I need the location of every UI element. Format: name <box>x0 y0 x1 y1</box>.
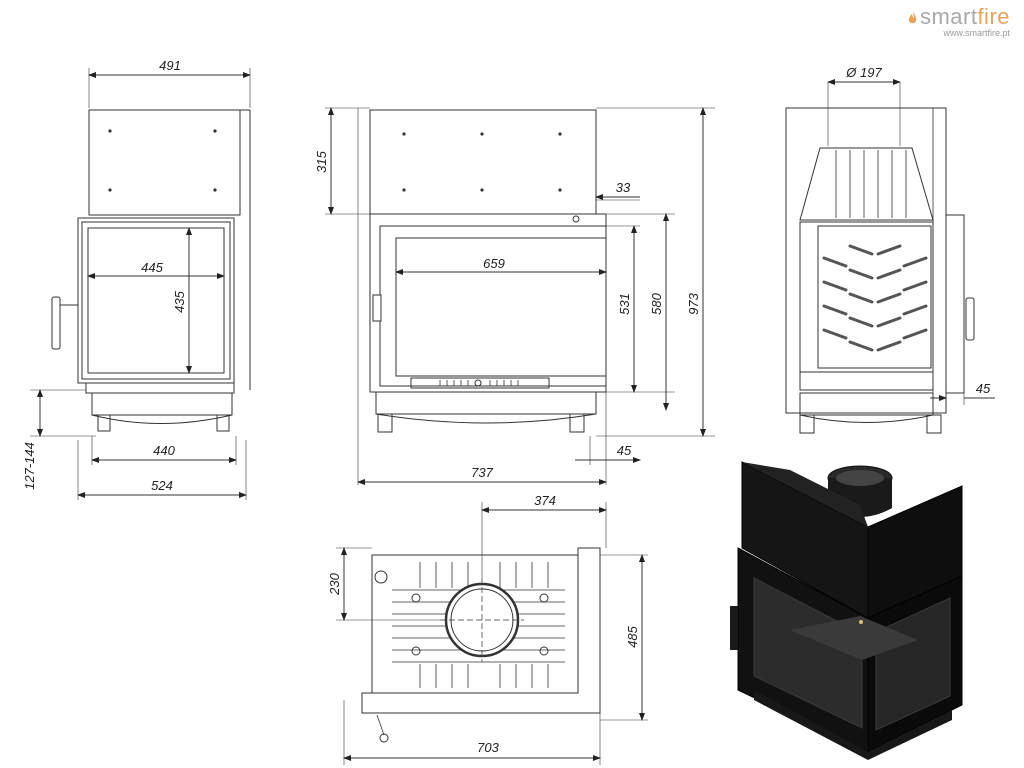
right-brick-pattern <box>822 244 928 352</box>
right-hood-ribs <box>835 150 907 218</box>
label-right-flue: Ø 197 <box>845 65 882 80</box>
side-handle <box>51 296 61 350</box>
front-air-slider <box>410 377 550 389</box>
brand-name-smart: smart <box>919 4 978 29</box>
label-top-flue-offset: 374 <box>534 493 556 508</box>
label-side-leg-height: 127-144 <box>22 442 37 490</box>
right-base-curve <box>799 414 934 423</box>
brand-name-fire: fire <box>977 4 1010 29</box>
label-right-side-offset: 45 <box>976 381 991 396</box>
render-handle <box>730 606 738 650</box>
front-door-frame <box>379 225 607 387</box>
side-foot-right <box>216 414 230 432</box>
front-air-vents <box>439 380 519 386</box>
front-flue-knob <box>572 215 580 223</box>
side-door-inner <box>81 221 231 380</box>
label-front-door-h1: 531 <box>617 293 632 315</box>
label-front-total-width: 737 <box>471 465 493 480</box>
label-top-flue-depth: 230 <box>327 572 342 595</box>
right-air-bar <box>799 371 934 391</box>
fireplace-3d-render <box>730 461 963 760</box>
side-glass <box>87 227 225 374</box>
label-front-top-height: 315 <box>314 150 329 172</box>
render-corner-screw <box>859 620 863 624</box>
right-brick-panel <box>817 225 932 369</box>
render-front-glass <box>753 577 863 729</box>
label-side-door-width: 445 <box>141 260 163 275</box>
front-top-casing <box>369 109 597 215</box>
label-front-total-height: 973 <box>686 292 701 314</box>
front-handle <box>372 294 382 322</box>
front-view <box>325 107 715 485</box>
right-view <box>785 79 995 434</box>
right-hood <box>799 147 934 221</box>
front-foot-right <box>569 413 585 433</box>
side-view <box>30 68 251 500</box>
label-side-leg-span: 440 <box>153 443 175 458</box>
front-foot-left <box>377 413 393 433</box>
label-side-total-width: 524 <box>151 478 173 493</box>
label-top-width: 703 <box>477 740 499 755</box>
top-handle-rod <box>379 733 389 743</box>
side-base-body <box>91 392 233 416</box>
side-top-casing <box>88 109 241 216</box>
label-front-offset: 33 <box>616 180 631 195</box>
label-side-top-width: 491 <box>159 58 181 73</box>
front-air-knob <box>474 379 482 387</box>
top-bolts <box>411 593 549 656</box>
front-body <box>369 213 607 393</box>
side-base-plate <box>85 382 235 394</box>
front-base-curve <box>375 413 597 424</box>
front-glass <box>395 237 607 377</box>
right-foot-right <box>926 414 942 434</box>
label-front-leg-offset: 45 <box>617 443 632 458</box>
render-base <box>754 690 952 760</box>
label-front-door-h2: 580 <box>649 292 664 314</box>
top-handle-knob <box>374 570 388 584</box>
brand-name: smartfire <box>908 6 1010 28</box>
label-front-door-width: 659 <box>483 256 505 271</box>
right-base <box>799 392 934 416</box>
render-firebox-floor <box>790 616 918 660</box>
brand-url: www.smartfire.pt <box>943 28 1010 38</box>
right-handle <box>965 297 975 341</box>
front-top-bolts <box>402 132 562 192</box>
top-view <box>336 502 648 765</box>
render-flue-opening <box>836 470 884 486</box>
side-door-frame <box>77 217 235 384</box>
label-top-depth: 485 <box>625 625 640 647</box>
right-side-panel <box>945 214 965 394</box>
right-foot-left <box>799 414 815 434</box>
side-foot-left <box>97 414 111 432</box>
render-top-bevel <box>742 462 868 527</box>
side-top-bolts <box>108 129 217 192</box>
side-base-curve <box>91 414 233 424</box>
front-base <box>375 391 597 415</box>
flame-icon <box>908 11 917 24</box>
brand-logo: smartfire www.smartfire.pt <box>908 6 1010 38</box>
label-side-door-height: 435 <box>172 290 187 312</box>
